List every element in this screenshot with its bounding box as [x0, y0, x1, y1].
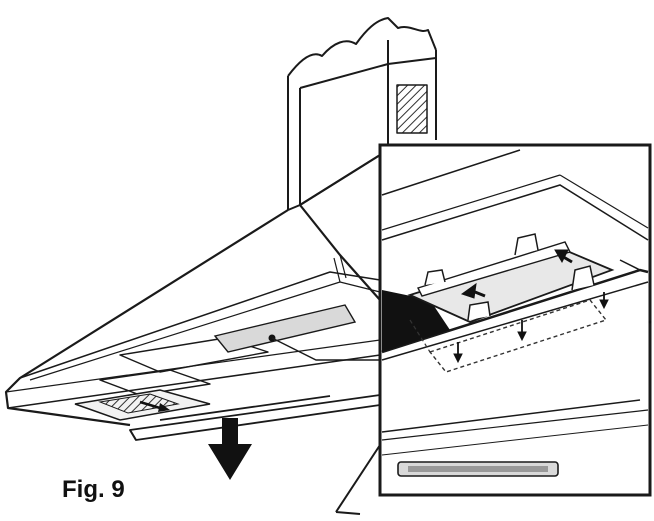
callout-line — [271, 337, 380, 361]
detail-inset — [378, 143, 652, 497]
down-arrow-icon — [208, 418, 252, 480]
light-panel — [213, 304, 357, 353]
lower-tray-edge — [335, 444, 381, 515]
inset-arrows — [453, 249, 609, 364]
grease-filter — [74, 389, 211, 421]
figure-caption: Fig. 9 — [62, 476, 125, 503]
underside-panels — [99, 337, 269, 396]
hood-canopy — [4, 149, 389, 427]
edge-dot — [648, 320, 652, 324]
